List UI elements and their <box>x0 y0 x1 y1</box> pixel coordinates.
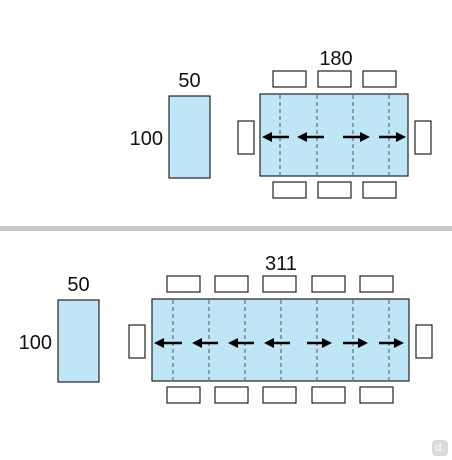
top-chair-right <box>414 120 432 155</box>
bottom-arrow-right-1 <box>307 338 332 348</box>
top-width-label: 50 <box>178 70 200 92</box>
top-arrow-right-2 <box>379 132 406 142</box>
top-arrow-left-1 <box>262 132 289 142</box>
bottom-depth-label: 100 <box>19 332 52 354</box>
top-chair-bottom-1 <box>272 181 307 199</box>
bottom-chair-bottom-5 <box>359 386 394 404</box>
bottom-chair-bottom-1 <box>166 386 201 404</box>
bottom-width-label: 50 <box>67 274 89 296</box>
bottom-chair-right <box>415 324 433 359</box>
top-chair-left <box>237 120 255 155</box>
bottom-chair-bottom-2 <box>214 386 249 404</box>
bottom-closed-table <box>57 299 100 383</box>
top-extended-table <box>259 93 409 177</box>
top-chair-top-3 <box>362 70 397 88</box>
top-chair-top-1 <box>272 70 307 88</box>
bottom-arrow-left-1 <box>154 338 182 348</box>
top-chair-bottom-2 <box>317 181 352 199</box>
top-chair-bottom-3 <box>362 181 397 199</box>
bottom-arrow-left-2 <box>192 338 218 348</box>
top-chair-top-2 <box>317 70 352 88</box>
bottom-chair-top-1 <box>166 275 201 293</box>
bottom-chair-top-2 <box>214 275 249 293</box>
bottom-chair-bottom-4 <box>311 386 346 404</box>
section-divider <box>0 226 452 231</box>
top-depth-label: 100 <box>130 128 163 150</box>
top-closed-table <box>168 95 211 179</box>
bottom-chair-top-3 <box>262 275 297 293</box>
top-arrow-left-2 <box>297 132 324 142</box>
top-leaf-lines <box>279 95 390 175</box>
bottom-extended-label: 311 <box>265 253 297 275</box>
bottom-extended-table <box>151 298 410 382</box>
watermark-logo: d. <box>432 440 448 456</box>
bottom-arrow-right-3 <box>379 338 404 348</box>
top-configuration: 50 100 180 <box>130 48 432 199</box>
top-extended-label: 180 <box>319 48 352 70</box>
bottom-leaf-lines <box>172 300 390 380</box>
bottom-chair-top-4 <box>311 275 346 293</box>
bottom-chair-bottom-3 <box>262 386 297 404</box>
bottom-chair-top-5 <box>359 275 394 293</box>
bottom-arrow-right-2 <box>343 338 368 348</box>
top-arrow-right-1 <box>343 132 370 142</box>
bottom-arrow-left-3 <box>228 338 254 348</box>
bottom-arrow-left-4 <box>264 338 290 348</box>
bottom-configuration: 50 100 311 <box>19 253 433 404</box>
bottom-chair-left <box>128 324 146 359</box>
